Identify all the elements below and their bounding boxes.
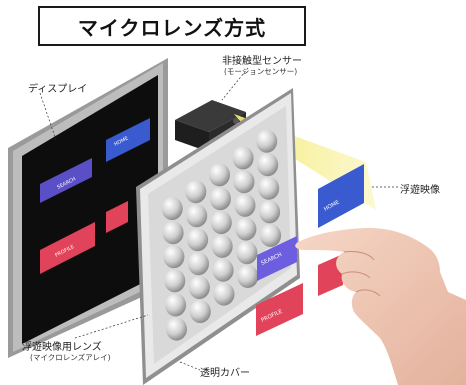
display-panel: SEARCH HOME PROFILE [8,58,168,358]
floating-image-label: 浮遊映像 [400,185,440,196]
micro-lens [257,153,279,177]
micro-lens [234,193,256,217]
floating-image: SEARCH HOME PROFILE [256,164,364,336]
micro-lens [209,187,231,211]
lens-sublabel: (マイクロレンズアレイ) [30,353,111,362]
micro-lens [188,276,210,300]
micro-lens [233,170,255,194]
micro-lens [189,300,211,324]
micro-lens [235,217,257,241]
display-search-button [40,158,92,203]
floating-search-button [257,236,297,281]
micro-lens [165,293,187,317]
micro-lens [185,180,207,204]
micro-lens [232,146,254,170]
micro-lens [213,282,235,306]
micro-lens [188,252,209,276]
micro-lens [187,228,209,252]
micro-lens [258,176,280,200]
micro-lens [260,224,282,247]
pointing-hand [295,228,466,385]
sensor-label: 非接触型センサー [222,56,302,67]
micro-lens [162,221,184,245]
micro-lens [212,258,234,282]
micro-lens [259,200,281,224]
micro-lens [256,129,278,153]
micro-lens [186,204,208,228]
sensor-sublabel: (モーションセンサー) [224,67,298,76]
display-profile-fragment [106,201,128,233]
micro-lens [237,265,259,288]
title-box: マイクロレンズ方式 [38,6,306,46]
lens-label: 浮遊映像用レンズ [22,342,102,353]
micro-lens [236,241,258,265]
micro-lens [164,269,186,293]
display-profile-button [40,222,95,274]
floating-home-button [318,164,364,228]
micro-lens [163,245,185,269]
micro-lens [209,163,230,187]
floating-profile-button [256,283,303,336]
lens-array-panel [136,88,300,385]
micro-lens [211,234,233,258]
page-title: マイクロレンズ方式 [77,15,267,40]
leader-lines [39,67,398,371]
micro-lens [210,211,232,235]
lens-balls [161,129,283,341]
cover-label: 透明カバー [200,368,250,379]
micro-lens [161,197,183,221]
display-label: ディスプレイ [28,84,88,95]
display-home-button [106,118,150,162]
micro-lens [166,317,187,341]
sensor-lens [233,118,239,124]
